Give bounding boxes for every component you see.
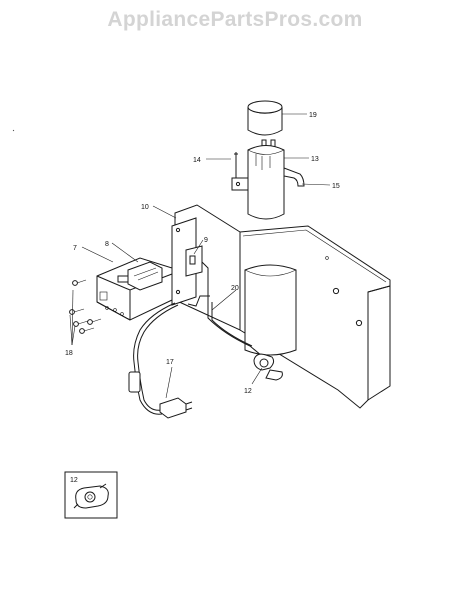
detail-inset-box: 12 <box>64 471 118 519</box>
part-label-15: 15 <box>332 183 340 190</box>
part-label-14: 14 <box>193 157 201 164</box>
part-label-13: 13 <box>311 156 319 163</box>
leader-lines <box>69 113 331 399</box>
part-label-18: 18 <box>65 350 73 357</box>
capacitor-bracket-part <box>283 167 305 187</box>
capacitor-part <box>247 139 285 220</box>
watermark-text: AppliancePartsPros.com <box>107 8 363 31</box>
part-label-10: 10 <box>141 204 149 211</box>
detail-label-12: 12 <box>70 477 78 484</box>
wire-harness-part <box>187 295 263 357</box>
main-back-panel <box>174 204 391 409</box>
part-label-17: 17 <box>166 359 174 366</box>
capacitor-cap-part <box>247 100 283 136</box>
terminal-block-part <box>117 261 163 291</box>
screw-set-part <box>69 279 102 334</box>
part-label-12: 12 <box>244 388 252 395</box>
screw-icon <box>79 327 95 334</box>
screw-icon <box>72 279 87 286</box>
stray-mark <box>12 129 15 132</box>
part-label-9: 9 <box>204 237 208 244</box>
part-label-20: 20 <box>231 285 239 292</box>
relay-switch-part <box>185 245 209 300</box>
thermostat-part <box>253 353 283 381</box>
thermostat-detail-part <box>73 483 109 509</box>
part-label-8: 8 <box>105 241 109 248</box>
power-cord-part <box>128 302 193 419</box>
screw-icon <box>87 318 102 325</box>
mounting-screw-part <box>231 152 249 191</box>
part-label-7: 7 <box>73 245 77 252</box>
part-label-19: 19 <box>309 112 317 119</box>
screw-icon <box>69 308 85 315</box>
screw-icon <box>73 320 89 327</box>
